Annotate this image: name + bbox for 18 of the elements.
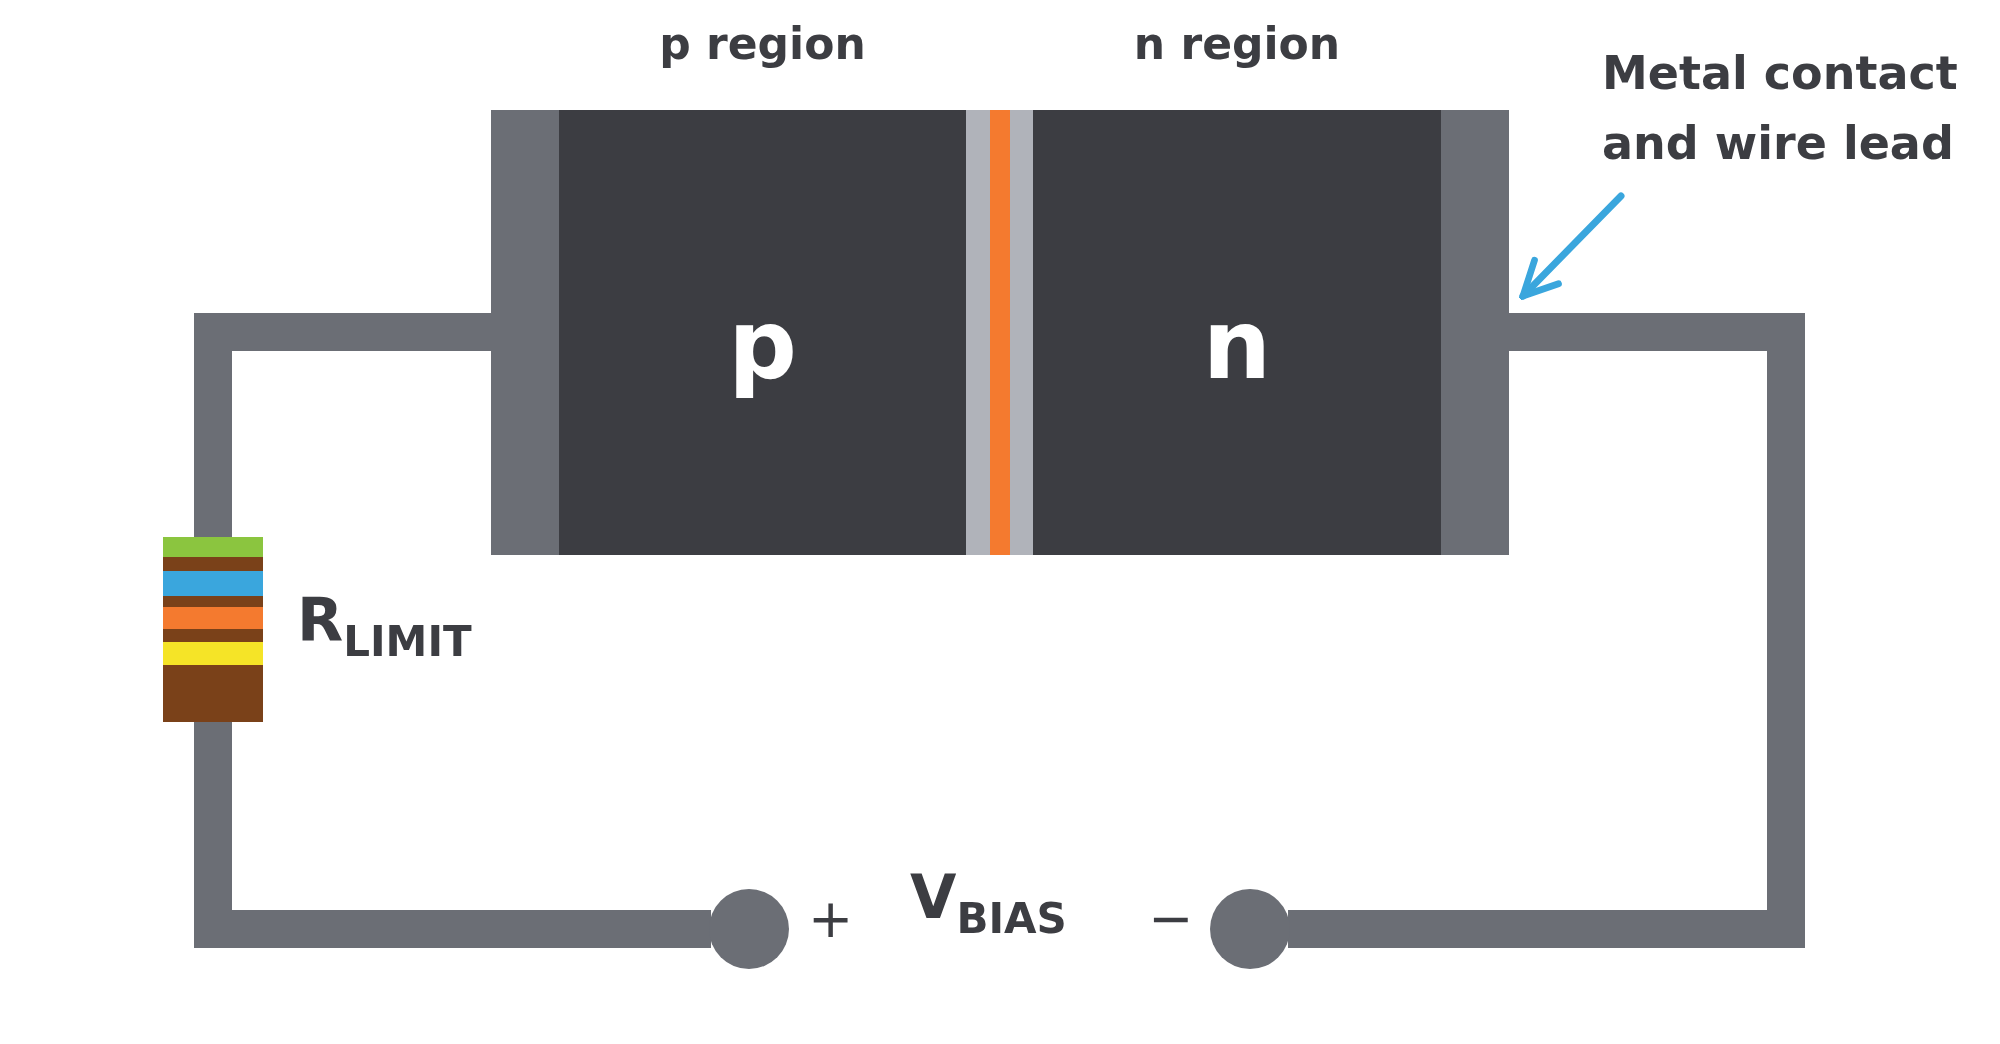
resistor-symbol [163, 537, 263, 722]
metal-contact [491, 110, 559, 555]
wire [194, 313, 491, 537]
region-letter: p [727, 290, 798, 400]
component-label: R$_{LIMIT}$ [297, 585, 472, 666]
polarity-sign: − [1148, 887, 1194, 950]
leader-arrow [1519, 192, 1625, 300]
polarity-sign: + [808, 887, 854, 950]
region-heading: p region [658, 18, 867, 69]
semiconductor-region [559, 110, 966, 555]
wire [194, 722, 711, 948]
callout-text: Metal contact and wire lead [1602, 38, 1997, 188]
region-letter: n [1201, 290, 1273, 400]
voltage-label: V$_{BIAS}$ [910, 862, 1067, 943]
semiconductor-region [1033, 110, 1441, 555]
wire [1288, 313, 1805, 948]
metal-contact [1441, 110, 1509, 555]
region-heading: n region [1132, 18, 1342, 69]
